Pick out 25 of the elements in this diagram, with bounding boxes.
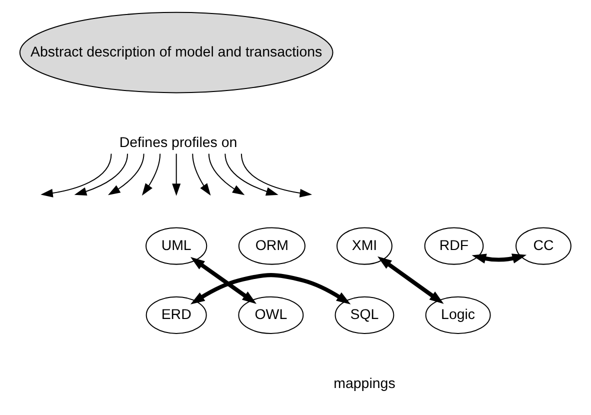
arrow bbox=[190, 257, 257, 304]
arrow bbox=[108, 154, 144, 196]
node-ellipse: SQL bbox=[334, 296, 394, 334]
arrow bbox=[190, 273, 351, 304]
arrow bbox=[40, 154, 112, 198]
arrow bbox=[224, 154, 278, 196]
arrow bbox=[208, 154, 245, 196]
node-ellipse: UML bbox=[146, 227, 208, 265]
node-ellipse: ERD bbox=[146, 296, 207, 334]
node-text: Defines profiles on bbox=[119, 134, 238, 151]
node-ellipse: XMI bbox=[336, 227, 392, 265]
node-ellipse: ORM bbox=[238, 227, 306, 265]
arrow bbox=[192, 154, 211, 196]
node-ellipse: Logic bbox=[425, 296, 491, 334]
arrow bbox=[74, 154, 128, 196]
node-ellipse: OWL bbox=[238, 296, 304, 334]
node-ellipse: RDF bbox=[424, 227, 484, 265]
arrow bbox=[142, 154, 161, 196]
node-ellipse: CC bbox=[516, 227, 572, 265]
arrow bbox=[378, 256, 444, 304]
arrow bbox=[172, 154, 181, 196]
arrow bbox=[240, 154, 312, 198]
label: mappings bbox=[334, 376, 396, 392]
arrow bbox=[472, 254, 527, 264]
node-ellipse: Abstract description of model and transactions bbox=[19, 12, 334, 94]
